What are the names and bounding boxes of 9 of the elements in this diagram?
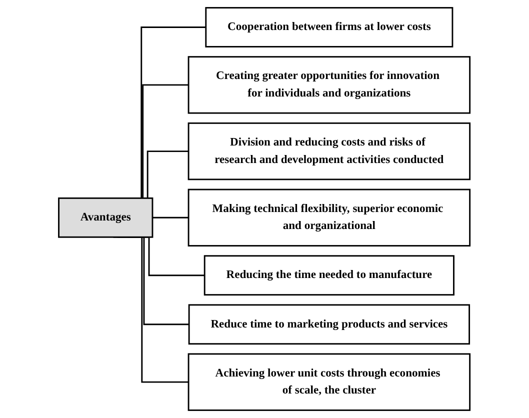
node-box: Cooperation between firms at lower costs <box>205 7 454 48</box>
node-box: Reducing the time needed to manufacture <box>204 255 455 296</box>
node-box: Achieving lower unit costs through economies of scale, the cluster <box>188 353 471 411</box>
node-box: Creating greater opportunities for innovation for individuals and organizations <box>188 56 471 114</box>
connector <box>152 216 189 218</box>
node-box: Reduce time to marketing products and services <box>188 304 470 345</box>
node-box: Avantages <box>58 197 154 238</box>
node-box: Division and reducing costs and risks of research and development activities conducted <box>188 122 471 180</box>
node-box: Making technical flexibility, superior economic and organizational <box>188 188 471 246</box>
